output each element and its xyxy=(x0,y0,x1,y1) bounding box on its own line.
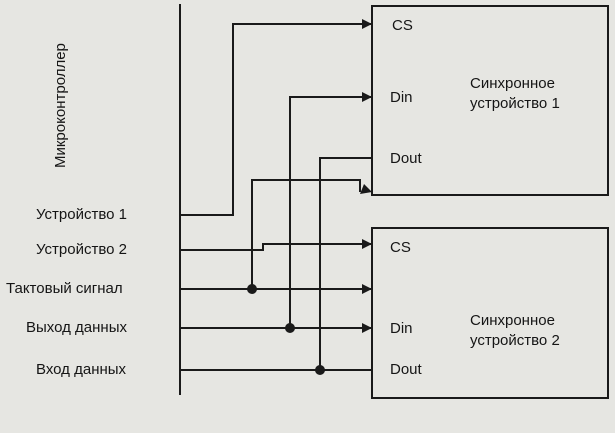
data-out-junction-dot xyxy=(285,323,295,333)
sync-device-2-box xyxy=(371,227,609,399)
clock-junction-dot xyxy=(247,284,257,294)
data-in-signal-label: Вход данных xyxy=(36,361,127,378)
din2-arrow xyxy=(362,323,372,333)
device2-dout-pin: Dout xyxy=(390,361,422,378)
data-in-junction-dot xyxy=(315,365,325,375)
device1-din-pin: Din xyxy=(390,89,413,106)
cs2-arrow xyxy=(362,239,372,249)
data-out-signal-label: Выход данных xyxy=(26,319,127,336)
device1-cs-pin: CS xyxy=(392,17,413,34)
cs1-arrow xyxy=(362,19,372,29)
cs1-wire xyxy=(180,23,372,216)
din1-arrow xyxy=(362,92,372,102)
device1-name-line1: Синхронное xyxy=(470,75,555,92)
device2-din-pin: Din xyxy=(390,320,413,337)
cs2-wire xyxy=(180,243,372,251)
clock-branch-wire xyxy=(251,179,361,289)
data-in-branch-wire xyxy=(319,157,372,370)
mcu-label: Микроконтроллер xyxy=(52,43,69,168)
device1-signal-label: Устройство 1 xyxy=(36,206,127,223)
device2-cs-pin: CS xyxy=(390,239,411,256)
clock2-arrow xyxy=(362,284,372,294)
data-out-branch-wire xyxy=(289,96,372,328)
device1-name-line2: устройство 1 xyxy=(470,95,560,112)
clock-signal-label: Тактовый сигнал xyxy=(6,280,123,297)
device1-dout-pin: Dout xyxy=(390,150,422,167)
device2-signal-label: Устройство 2 xyxy=(36,241,127,258)
device2-name-line1: Синхронное xyxy=(470,312,555,329)
clock1-arrow xyxy=(360,184,372,194)
device2-name-line2: устройство 2 xyxy=(470,332,560,349)
sync-device-1-box xyxy=(371,5,609,196)
